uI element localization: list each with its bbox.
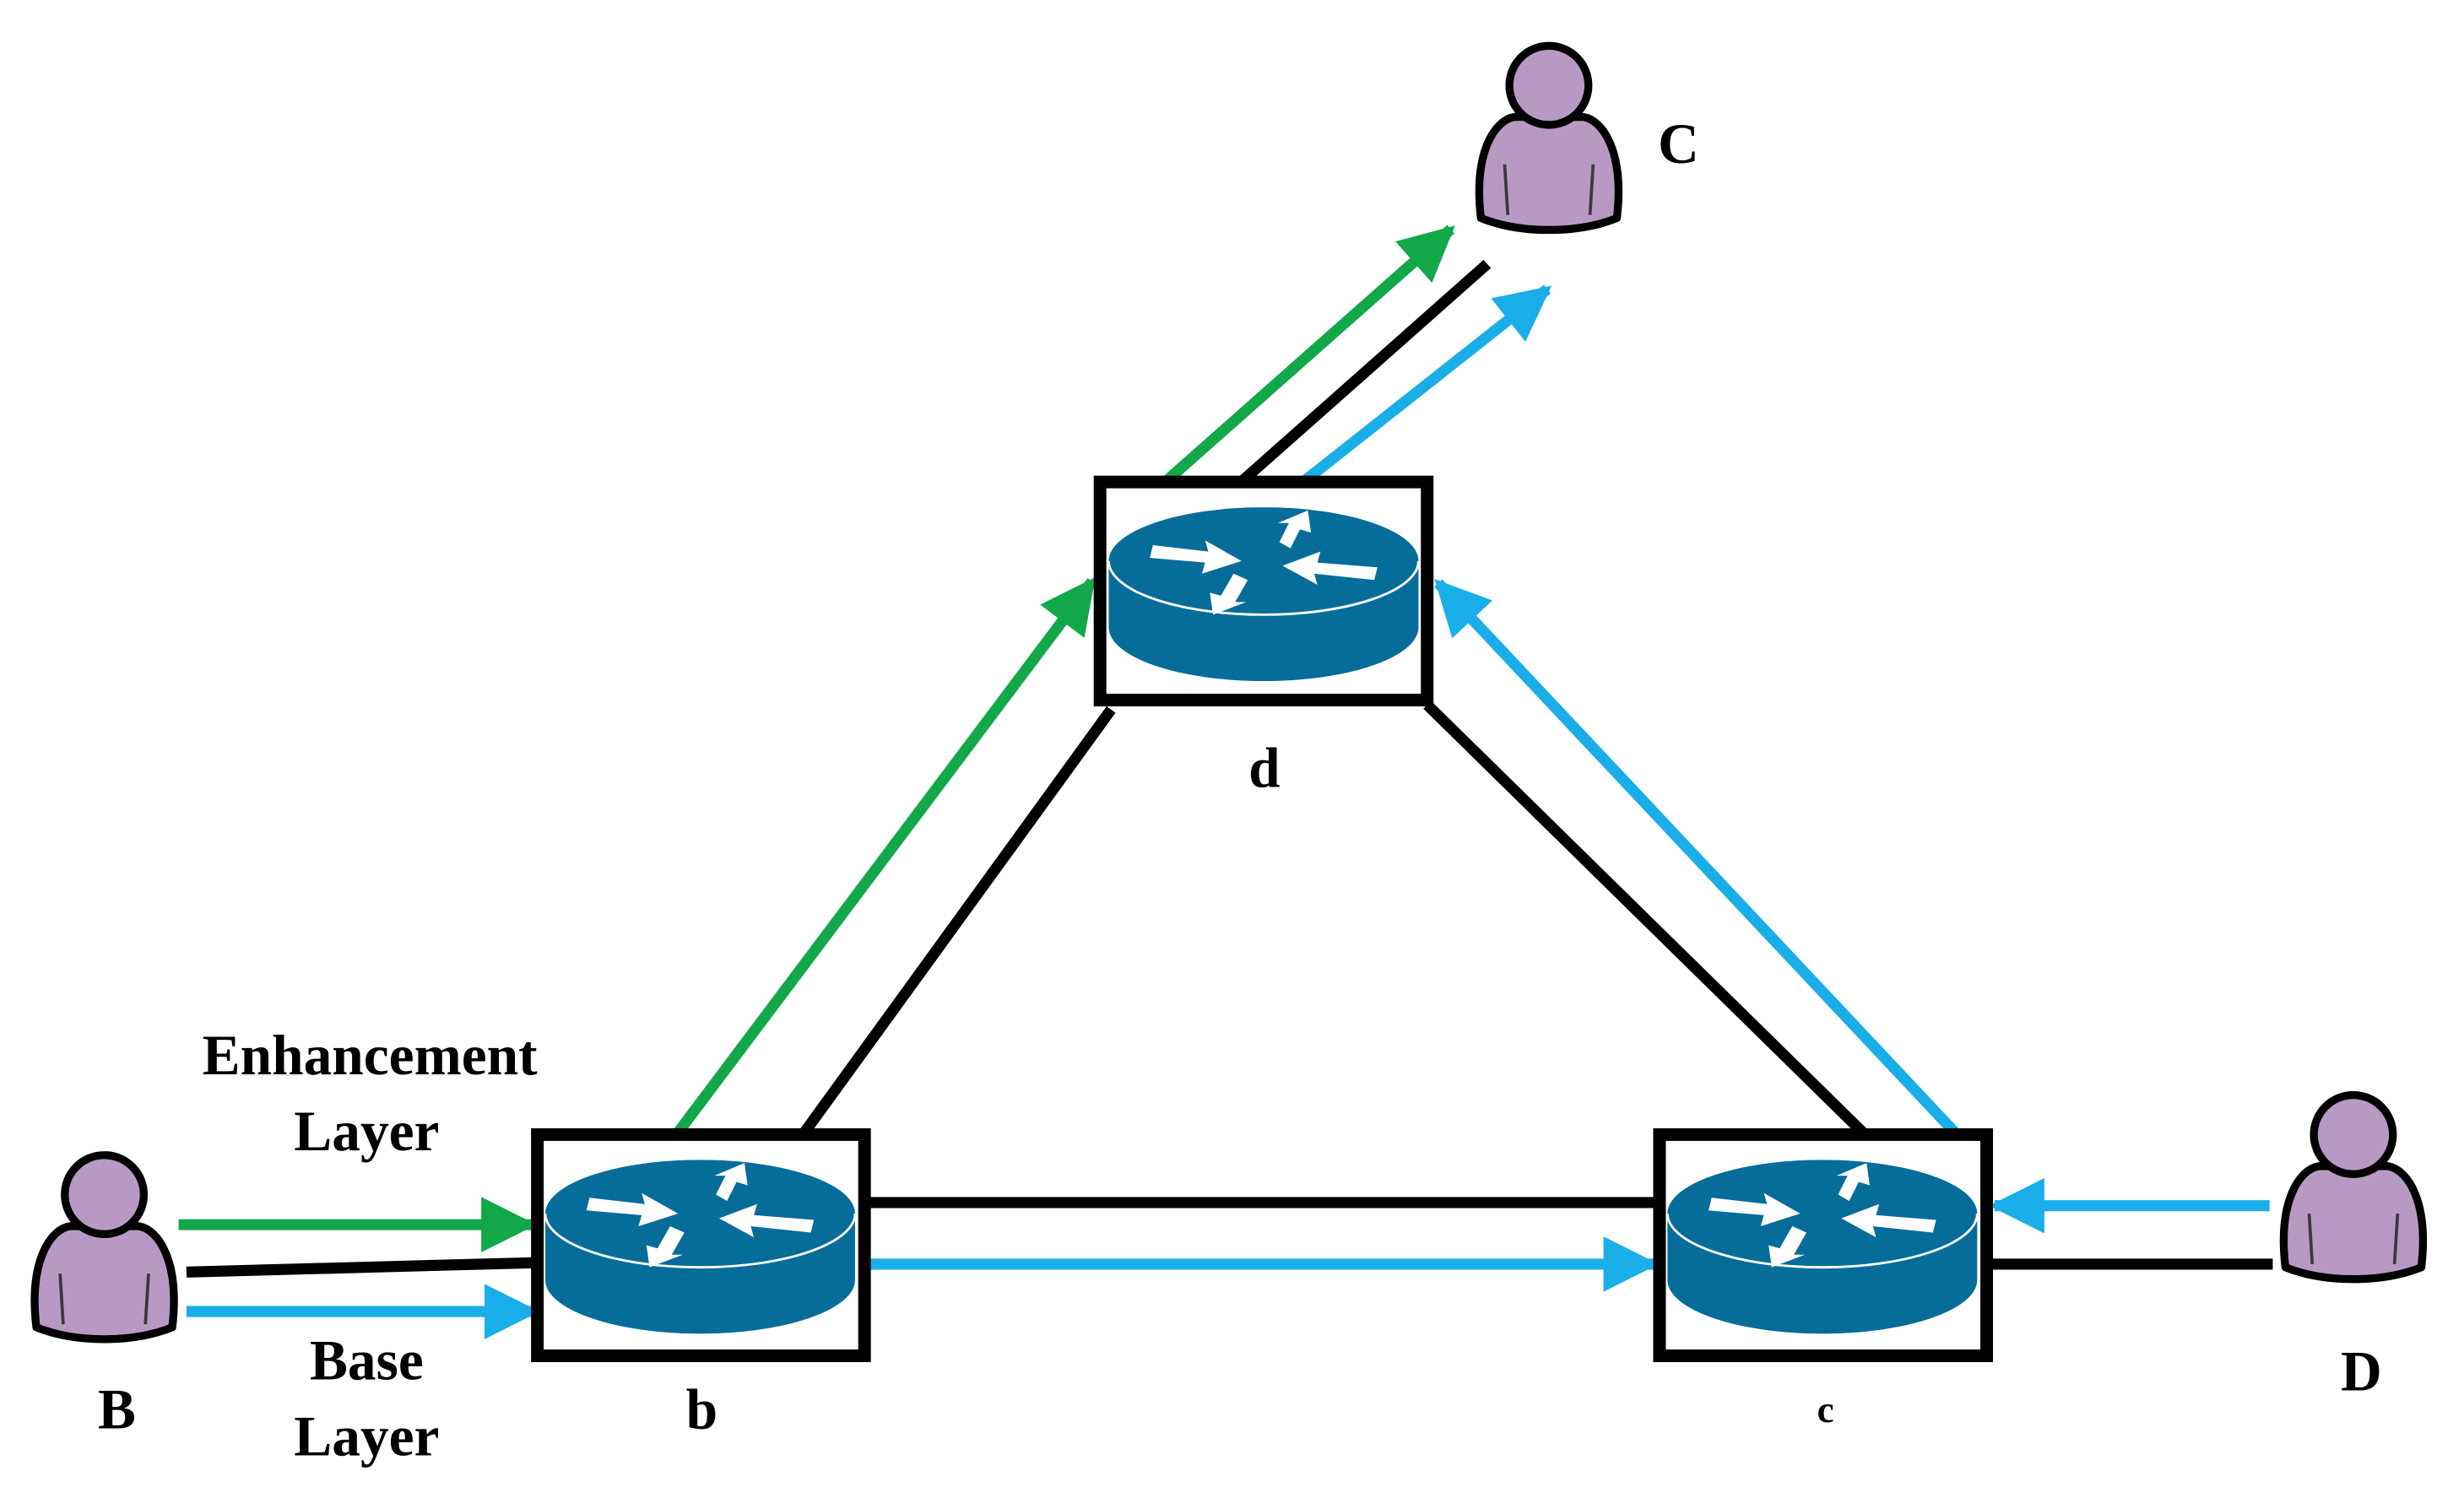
user-B[interactable] (35, 1155, 174, 1339)
router-b-label: b (686, 1378, 718, 1441)
base-arrow-c-d (1434, 579, 1964, 1142)
base-layer-label-line1: Base (310, 1329, 424, 1392)
base-arrow-d-C (1296, 284, 1552, 490)
enhancement-flows (178, 224, 1455, 1252)
links (186, 259, 2273, 1278)
person-icon (2283, 1095, 2423, 1279)
user-C-label: C (1658, 112, 1699, 176)
base-layer-label-line2: Layer (294, 1404, 439, 1468)
enhancement-layer-label-line1: Enhancement (203, 1024, 538, 1087)
enhancement-arrow-b-d (672, 576, 1097, 1138)
link-B-b (186, 1257, 541, 1278)
person-icon (1479, 46, 1618, 230)
router-c[interactable] (1653, 1127, 1994, 1363)
user-C[interactable] (1479, 46, 1618, 230)
enhancement-arrow-d-C (1157, 224, 1455, 489)
router-d-label: d (1248, 736, 1280, 799)
link-b-d (798, 706, 1116, 1138)
router-c-label: c (1817, 1388, 1834, 1430)
user-B-label: B (98, 1378, 136, 1441)
base-flows (186, 284, 2270, 1339)
enhancement-layer-label-line2: Layer (294, 1100, 439, 1163)
link-d-c (1423, 700, 1869, 1139)
router-d[interactable] (1093, 475, 1434, 706)
user-D-label: D (2341, 1340, 2382, 1403)
router-icon (1107, 506, 1420, 683)
router-icon (1665, 1158, 1979, 1335)
person-icon (35, 1155, 174, 1339)
router-icon (544, 1158, 857, 1335)
link-d-C (1233, 259, 1492, 489)
user-D[interactable] (2283, 1095, 2423, 1279)
router-b[interactable] (531, 1127, 871, 1363)
